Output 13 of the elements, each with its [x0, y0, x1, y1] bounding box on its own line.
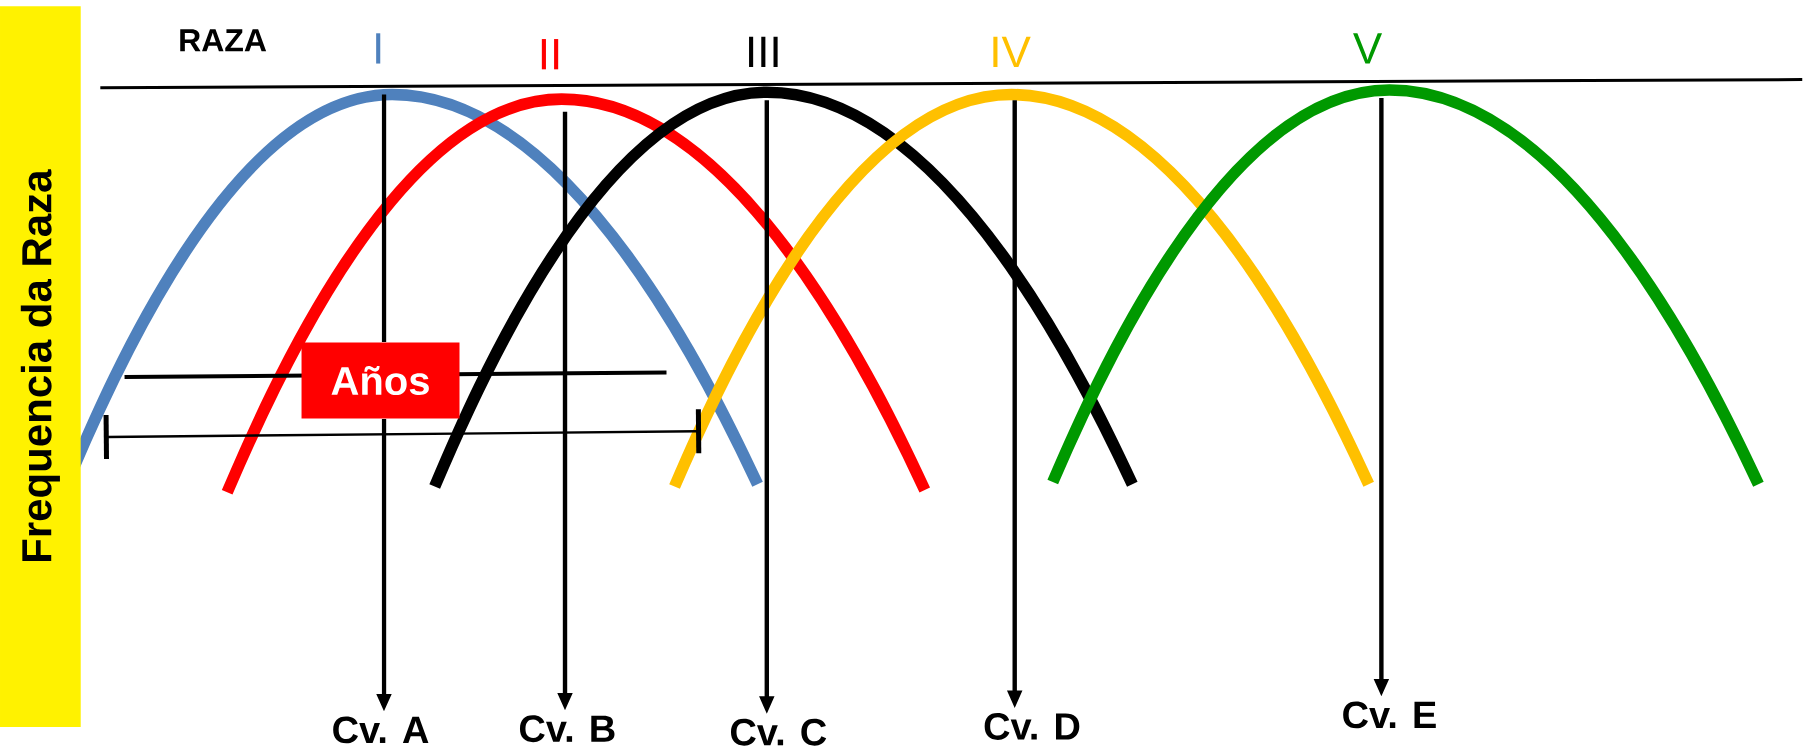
variety-label: Cv. A	[333, 716, 429, 744]
variety-label: Cv. B	[519, 715, 615, 743]
variety-label: Cv. D	[984, 713, 1080, 740]
variety-label: Cv. C	[731, 718, 827, 746]
roman-numeral: III	[749, 36, 778, 68]
roman-numeral: I	[376, 33, 381, 64]
roman-numeral: II	[541, 39, 559, 70]
label-box: Años	[301, 342, 460, 419]
variety-label: Cv. E	[1343, 701, 1436, 729]
axis-label: Frequencia da Raza	[0, 6, 81, 728]
roman-numeral: IV	[993, 36, 1031, 68]
row-heading: RAZA	[180, 29, 267, 52]
roman-numeral: V	[1353, 33, 1383, 64]
